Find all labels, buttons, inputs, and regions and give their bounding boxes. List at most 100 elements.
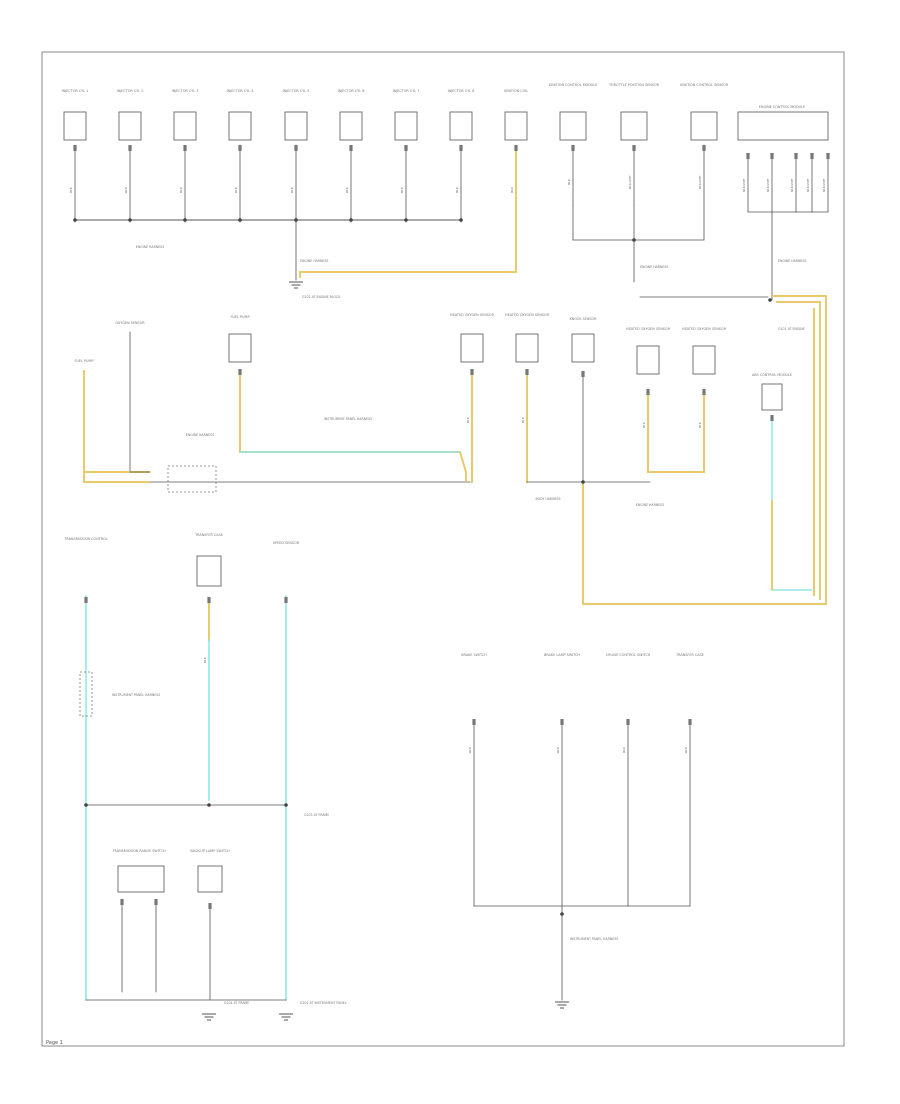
connector-pin (207, 597, 211, 603)
wire-color-label: BLK (567, 178, 571, 185)
component-label: OXYGEN SENSOR (115, 321, 145, 325)
harness-note-label: ENGINE HARNESS (186, 433, 214, 437)
splice-dot (349, 218, 353, 222)
wire-path (83, 472, 150, 483)
component-label: HEATED OXYGEN SENSOR (682, 327, 727, 331)
splice-dot (207, 803, 211, 807)
splice-dot (560, 912, 564, 916)
connector-pin (284, 597, 288, 603)
ground-return-loop-wire (582, 295, 827, 605)
wire-color-label: BLK/WHT (742, 178, 746, 192)
splice-dot (84, 803, 88, 807)
harness-note-label: BODY HARNESS (535, 497, 560, 501)
component-label: INJECTOR CYL 2 (117, 89, 144, 93)
connector-pin (208, 903, 212, 909)
component-label: BRAKE LAMP SWITCH (544, 653, 580, 657)
component-label: TRANSMISSION RANGE SWITCH (111, 849, 165, 853)
wire-color-label: BLK (642, 421, 646, 428)
sensor-component-box (460, 333, 484, 363)
splice-dot (581, 480, 585, 484)
page-identifier: Page 1 (46, 1040, 63, 1046)
harness-note-label: INSTRUMENT PANEL HARNESS (570, 937, 618, 941)
harness-note-label: INSTRUMENT PANEL HARNESS (112, 693, 160, 697)
wire-color-label: BLK (468, 746, 472, 753)
wire-color-label: BLK/WHT (766, 178, 770, 192)
diagram-border (41, 51, 845, 1047)
ground-g201-icon (555, 1001, 569, 1009)
component-label: HEATED OXYGEN SENSOR (505, 313, 550, 317)
connector-pin (626, 719, 630, 725)
injector-component-box (394, 111, 418, 141)
wire-color-label: BLK (455, 186, 459, 193)
component-label: HEATED OXYGEN SENSOR (626, 327, 671, 331)
component-label: SPEED SENSOR (273, 541, 300, 545)
module-component-box (690, 111, 718, 141)
components-layer (63, 111, 830, 1021)
splice-dot (73, 218, 77, 222)
ground-g102-icon (289, 281, 303, 289)
component-label: TRANSFER CASE (675, 653, 704, 657)
connector-pin (183, 145, 187, 151)
ground-location-label: G101 AT ENGINE (778, 327, 805, 331)
ignition-coil-ground-wire (299, 218, 517, 278)
wire-color-label: BLK/WHT (790, 178, 794, 192)
connector-pin (646, 389, 650, 395)
connector-pin (826, 153, 830, 159)
injector-component-box (284, 111, 308, 141)
component-label: HEATED OXYGEN SENSOR (450, 313, 495, 317)
component-label: TRANSMISSION CONTROL (63, 537, 107, 541)
connector-pin (770, 153, 774, 159)
component-label: FUEL PUMP (230, 315, 249, 319)
connector-pin (128, 145, 132, 151)
connector-pin (472, 719, 476, 725)
wire-color-label: BLK (234, 186, 238, 193)
ground-location-label: G201 AT INSTRUMENT PANEL (300, 1001, 347, 1005)
harness-note-label: ENGINE HARNESS (300, 259, 328, 263)
connector-pin (294, 145, 298, 151)
wire-color-label: BLK/WHT (822, 178, 826, 192)
injector-component-box (228, 111, 252, 141)
component-label: THROTTLE POSITION SENSOR (608, 83, 660, 87)
module-component-box (620, 111, 648, 141)
fuel-pump-ground-wire (239, 372, 467, 482)
harness-note-label: ENGINE HARNESS (136, 245, 164, 249)
splice-dot (459, 218, 463, 222)
harness-note-label: ENGINE HARNESS (636, 503, 664, 507)
component-label: FUEL PUMP (74, 359, 93, 363)
harness-note-label: G103 AT FRAME (304, 813, 329, 817)
injector-component-box (504, 111, 528, 141)
splice-dot (238, 218, 242, 222)
harness-note-label: INSTRUMENT PANEL HARNESS (324, 417, 372, 421)
wire-color-label: BLK (622, 746, 626, 753)
connector-pin (794, 153, 798, 159)
wire-color-label: BLK/WHT (806, 178, 810, 192)
fuel-pump-box (228, 333, 252, 363)
wire-color-label: BLK (510, 186, 514, 193)
abs-module-box (761, 383, 783, 411)
connector-pin (120, 899, 124, 905)
component-label: INJECTOR CYL 7 (393, 89, 420, 93)
connector-pin (702, 145, 706, 151)
connector-pin (702, 389, 706, 395)
injector-component-box (339, 111, 363, 141)
backup-lamp-switch-box (197, 865, 223, 893)
wire-color-label: BLK (203, 656, 207, 663)
sensor-component-box (515, 333, 539, 363)
wire-color-label: BLK (69, 186, 73, 193)
injector-component-box (63, 111, 87, 141)
component-label: BRAKE SWITCH (461, 653, 487, 657)
connector-pin (525, 369, 529, 375)
wire-color-label: BLK (290, 186, 294, 193)
connector-pin (84, 597, 88, 603)
component-label: INJECTOR CYL 6 (338, 89, 365, 93)
ground-g104-icon (279, 1013, 293, 1021)
ground-location-label: G104 AT FRAME (224, 1001, 249, 1005)
sensor-component-box (636, 345, 660, 375)
connector-pin (514, 145, 518, 151)
injector-component-box (118, 111, 142, 141)
ecm-component-box (737, 111, 829, 141)
connector-pin (770, 415, 774, 421)
splice-dot (128, 218, 132, 222)
